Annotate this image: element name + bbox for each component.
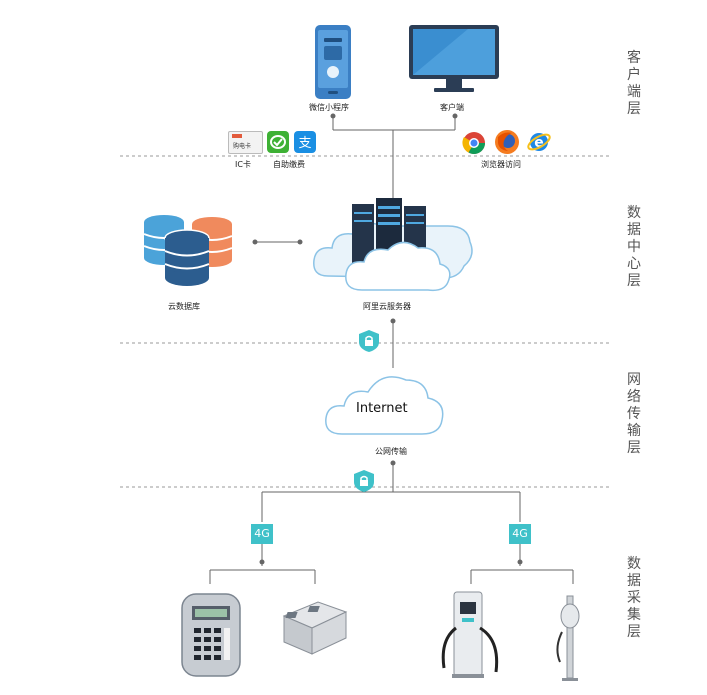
database-label: 云数据库 [168,302,200,311]
ie-icon: e [527,133,551,151]
alipay-icon: 支 [294,131,316,153]
ic-card-icon: 购电卡 [228,131,263,154]
prepaid-meter-icon [181,593,241,677]
lock-icon [354,470,374,492]
layer-label-network: 网络传输层 [627,372,641,456]
layer-label-data-center: 数据中心层 [627,205,641,289]
lock-icon [359,330,379,352]
firefox-icon [495,130,519,154]
transport-label: 公网传输 [375,447,407,456]
server-label: 阿里云服务器 [363,302,411,311]
cloud-server-icon [313,198,473,292]
charging-pole-icon [556,595,580,681]
monitor-icon [409,25,499,92]
wechat-pay-icon [267,131,289,153]
database-icon [143,215,233,286]
layer-label-collection: 数据采集层 [627,556,641,640]
ev-charger-icon [441,591,499,678]
wechat-label: 微信小程序 [309,103,349,112]
4g-tag-left: 4G [251,524,273,544]
pc-client-label: 客户端 [440,103,464,112]
browser-label: 浏览器访问 [481,160,521,169]
4g-tag-right: 4G [509,524,531,544]
svg-text:e: e [534,135,544,151]
ic-card-label: IC卡 [235,160,251,169]
self-pay-label: 自助缴费 [273,160,305,169]
internet-text: Internet [356,401,408,416]
svg-text:支: 支 [298,136,311,151]
layer-label-client: 客户端层 [627,50,641,117]
smart-socket-icon [282,601,348,655]
internet-cloud-icon [325,376,444,435]
ic-card-text: 购电卡 [233,143,252,150]
phone-icon [315,25,351,99]
chrome-icon [462,132,485,154]
